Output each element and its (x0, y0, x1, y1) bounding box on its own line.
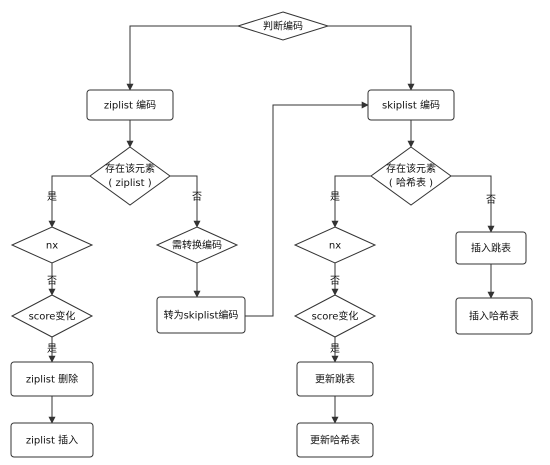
node-nx-left-label: nx (46, 241, 58, 252)
node-skiplist-exists-line1: 存在该元素 (386, 162, 436, 175)
node-score-change-left-label: score变化 (29, 310, 76, 323)
node-convert-to-skiplist-label: 转为skiplist编码 (164, 309, 239, 322)
node-score-change-right-label: score变化 (312, 310, 359, 323)
node-start: 判断编码 (236, 11, 330, 41)
nodes: 判断编码 ziplist 编码 skiplist 编码 存在该元素 ( zipl… (10, 11, 533, 458)
node-need-convert-label: 需转换编码 (172, 239, 222, 252)
node-need-convert: 需转换编码 (155, 226, 239, 264)
node-update-hash-label: 更新哈希表 (310, 434, 360, 447)
node-insert-skiplist-label: 插入跳表 (471, 242, 511, 255)
edge-zl-exists-yes (48, 175, 90, 228)
node-nx-right: nx (293, 226, 377, 264)
edge-convert-loop (245, 101, 369, 317)
node-insert-hash: 插入哈希表 (455, 297, 533, 335)
node-skiplist-exists: 存在该元素 ( 哈希表 ) (370, 146, 452, 206)
label-no: 否 (192, 191, 202, 203)
node-update-skiplist: 更新跳表 (296, 361, 374, 397)
edge-start-to-ziplist (126, 25, 238, 91)
edge-zl-exists-no (170, 175, 201, 228)
label-no: 否 (47, 275, 57, 287)
node-convert-to-skiplist: 转为skiplist编码 (156, 296, 246, 334)
node-ziplist-encoding: ziplist 编码 (86, 89, 174, 121)
node-ziplist-delete-label: ziplist 删除 (26, 373, 78, 386)
label-yes: 是 (330, 191, 340, 203)
node-ziplist-exists: 存在该元素 ( ziplist ) (89, 146, 171, 206)
edge-sk-exists-no (451, 175, 495, 233)
node-ziplist-exists-line1: 存在该元素 (105, 162, 155, 175)
node-score-change-left: score变化 (10, 294, 94, 338)
node-insert-skiplist: 插入跳表 (455, 231, 527, 265)
node-start-label: 判断编码 (263, 20, 303, 33)
node-ziplist-insert: ziplist 插入 (10, 422, 94, 458)
node-ziplist-encoding-label: ziplist 编码 (104, 99, 156, 112)
node-update-skiplist-label: 更新跳表 (315, 373, 355, 386)
edges (48, 25, 495, 424)
node-update-hash: 更新哈希表 (296, 422, 374, 458)
label-yes: 是 (47, 343, 57, 355)
edge-labels: 是 否 是 否 否 否 是 是 (47, 191, 496, 355)
label-yes: 是 (47, 191, 57, 203)
node-nx-right-label: nx (329, 241, 341, 252)
node-skiplist-encoding: skiplist 编码 (367, 89, 455, 121)
node-score-change-right: score变化 (293, 294, 377, 338)
node-nx-left: nx (10, 226, 94, 264)
node-skiplist-exists-line2: ( 哈希表 ) (389, 176, 433, 189)
label-no: 否 (486, 194, 496, 206)
label-no: 否 (330, 275, 340, 287)
node-ziplist-exists-line2: ( ziplist ) (108, 178, 151, 189)
edge-start-to-skiplist (328, 25, 415, 91)
node-ziplist-insert-label: ziplist 插入 (26, 434, 78, 447)
label-yes: 是 (330, 343, 340, 355)
node-skiplist-encoding-label: skiplist 编码 (382, 99, 440, 112)
node-insert-hash-label: 插入哈希表 (469, 310, 519, 323)
node-ziplist-delete: ziplist 删除 (10, 361, 94, 397)
edge-sk-exists-yes (331, 175, 371, 228)
